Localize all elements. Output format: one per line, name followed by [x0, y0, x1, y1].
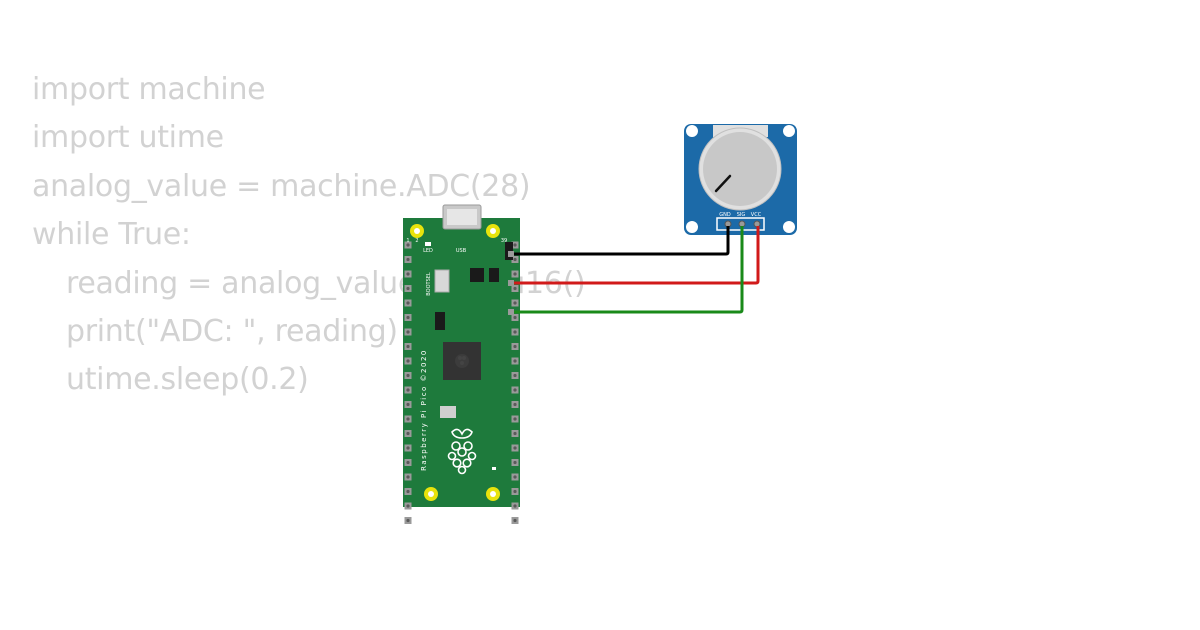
potentiometer-knob[interactable] [703, 132, 777, 206]
header-pin-hole [406, 272, 410, 276]
vcc-label: VCC [751, 212, 762, 218]
header-pin-hole [406, 344, 410, 349]
mounting-hole-center [490, 228, 496, 234]
pot-mounting-hole [783, 221, 795, 233]
header-pin-hole [406, 301, 410, 305]
code-line: analog_value = machine.ADC(28) [32, 168, 531, 204]
header-pin-hole [513, 286, 517, 291]
pot-mounting-hole [783, 125, 795, 137]
pico-pin-adc-connection[interactable] [508, 309, 514, 315]
flash-chip [435, 312, 445, 330]
small-marker [492, 467, 496, 470]
header-pin-hole [513, 315, 517, 320]
header-pin-hole [513, 475, 517, 479]
usb-connector-inner [447, 209, 477, 225]
header-pin-hole [513, 344, 517, 349]
bootsel-button[interactable] [434, 269, 450, 293]
header-pin-hole [406, 504, 410, 508]
header-pin-hole [513, 301, 517, 305]
header-pin-hole [406, 243, 410, 247]
led-icon [425, 242, 431, 246]
header-pin-hole [513, 417, 517, 421]
pin-number-label: 1 [406, 238, 409, 244]
header-pin-hole [513, 243, 517, 247]
header-pin-hole [406, 257, 410, 262]
header-pin-hole [406, 315, 410, 320]
code-line: import machine [32, 72, 266, 107]
rp2040-logo-icon [455, 354, 469, 368]
header-pin-hole [513, 330, 517, 334]
header-pin-hole [513, 402, 517, 407]
wire-gnd[interactable] [512, 226, 730, 256]
pico-pin-vcc-connection[interactable] [508, 280, 514, 286]
header-pin-hole [406, 446, 410, 450]
debug-pad [440, 406, 456, 418]
header-pin-hole [513, 373, 517, 378]
header-pin-hole [406, 359, 410, 363]
code-listing: import machine import utime analog_value =… [32, 66, 586, 405]
header-pin-hole [406, 431, 410, 436]
code-line: print("ADC: ", reading) [66, 313, 398, 349]
header-pin-hole [406, 388, 410, 392]
left-pin-header [404, 241, 412, 524]
pot-mounting-hole [686, 221, 698, 233]
wire-signal[interactable] [512, 226, 744, 314]
header-pin-hole [513, 431, 517, 436]
wire-vcc[interactable] [512, 226, 760, 285]
header-pin-hole [513, 388, 517, 392]
header-pin-hole [513, 504, 517, 508]
header-pin-hole [406, 330, 410, 334]
header-pin-hole [406, 518, 410, 523]
header-pin-hole [406, 402, 410, 407]
raspberry-logo-icon [447, 428, 477, 475]
header-pin-hole [513, 489, 517, 494]
crystal-chip [470, 268, 484, 282]
mounting-hole-center [428, 491, 434, 497]
pico-board[interactable]: LED USB 2 1 39 BOOTSEL [403, 204, 520, 524]
led-label: LED [423, 248, 433, 254]
sig-label: SIG [737, 212, 746, 218]
gnd-label: GND [719, 212, 731, 218]
mounting-hole-center [414, 228, 420, 234]
header-pin-hole [513, 446, 517, 450]
pin-number-label: 2 [415, 238, 418, 244]
header-pin-hole [406, 417, 410, 421]
bootsel-label: BOOTSEL [426, 272, 432, 296]
mounting-hole-center [490, 491, 496, 497]
header-pin-hole [513, 359, 517, 363]
pico-pin-gnd-connection[interactable] [508, 251, 514, 257]
header-pin-hole [513, 272, 517, 276]
header-pin-hole [406, 373, 410, 378]
header-pin-hole [513, 460, 517, 465]
small-chip [489, 268, 499, 282]
knob-indicator [714, 174, 732, 193]
header-pin-hole [513, 257, 517, 262]
code-line: while True: [32, 217, 191, 253]
usb-label: USB [456, 248, 467, 254]
code-line: import utime [32, 120, 224, 156]
pin-number-label: 39 [501, 238, 507, 244]
board-label: Raspberry Pi Pico ©2020 [420, 349, 428, 471]
header-pin-hole [513, 518, 517, 523]
header-pin-hole [406, 286, 410, 291]
code-line: utime.sleep(0.2) [66, 362, 309, 398]
header-pin-hole [406, 460, 410, 465]
header-pin-hole [406, 475, 410, 479]
right-pin-header [511, 241, 519, 524]
pot-mounting-hole [686, 125, 698, 137]
header-pin-hole [406, 489, 410, 494]
potentiometer-module[interactable]: GND SIG VCC [684, 124, 797, 235]
